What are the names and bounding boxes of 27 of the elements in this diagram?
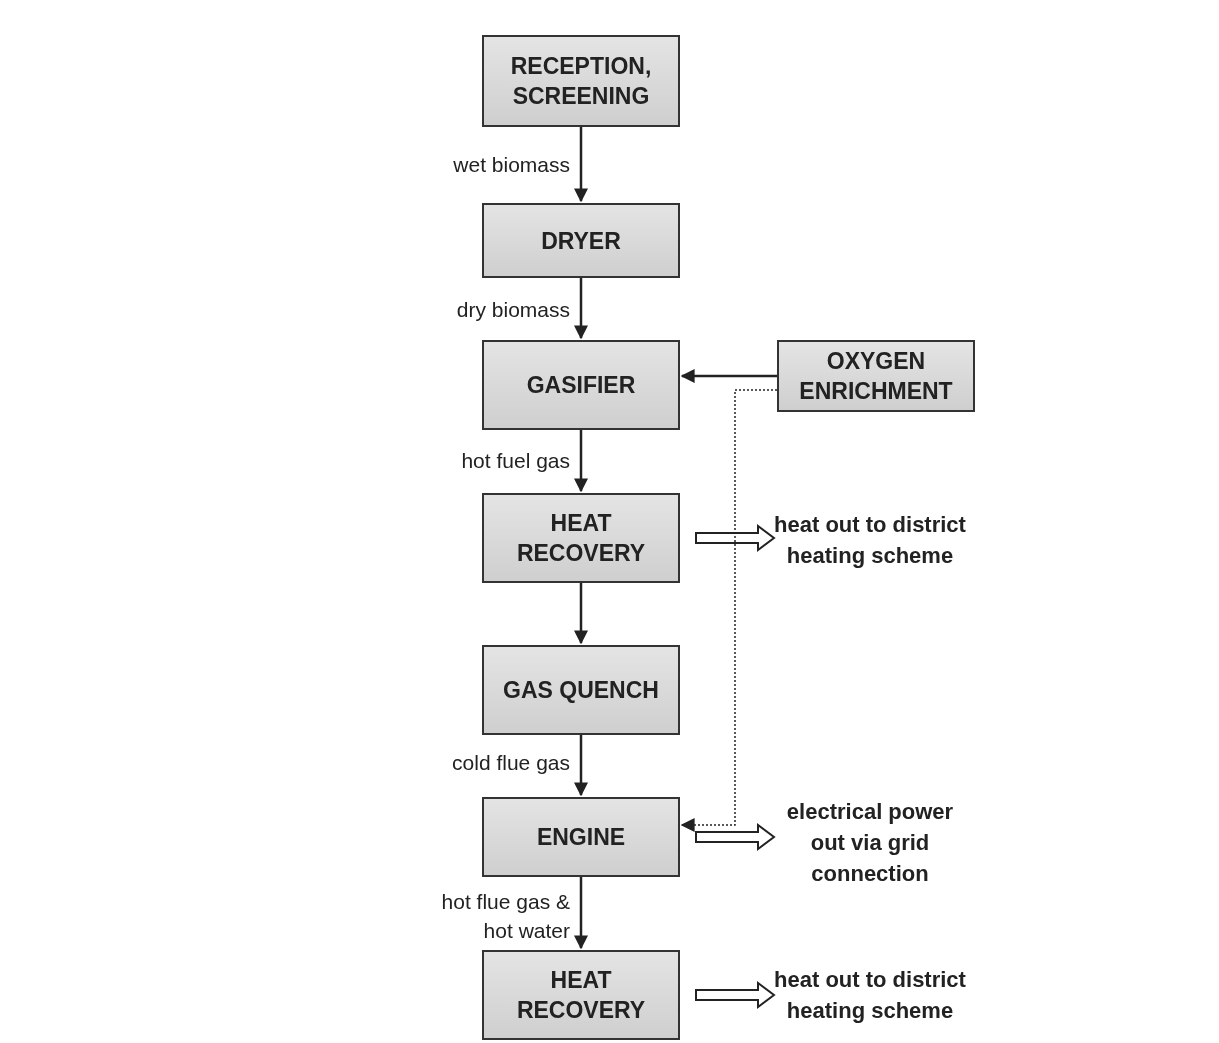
arrow [574, 877, 588, 950]
edge-label: hot flue gas & hot water [440, 889, 570, 944]
hollow-arrow [695, 823, 776, 851]
arrow [574, 278, 588, 340]
hollow-arrow [695, 981, 776, 1009]
process-box: GAS QUENCH [482, 645, 680, 735]
arrow [574, 583, 588, 645]
dotted-arrow [680, 389, 778, 832]
process-box: GASIFIER [482, 340, 680, 430]
process-box: RECEPTION, SCREENING [482, 35, 680, 127]
output-text: heat out to district heating scheme [770, 947, 970, 1042]
process-box: DRYER [482, 203, 680, 278]
edge-label: hot fuel gas [460, 448, 570, 474]
process-box: OXYGEN ENRICHMENT [777, 340, 975, 412]
edge-label: cold flue gas [451, 750, 570, 776]
process-box: HEAT RECOVERY [482, 493, 680, 583]
arrow [574, 127, 588, 203]
output-text: electrical power out via grid connection [770, 795, 970, 890]
arrow [574, 430, 588, 493]
arrow [680, 369, 777, 383]
edge-label: dry biomass [455, 297, 570, 323]
edge-label: wet biomass [452, 152, 570, 178]
hollow-arrow [695, 524, 776, 552]
process-box: ENGINE [482, 797, 680, 877]
output-text: heat out to district heating scheme [770, 492, 970, 587]
process-box: HEAT RECOVERY [482, 950, 680, 1040]
arrow [574, 735, 588, 797]
